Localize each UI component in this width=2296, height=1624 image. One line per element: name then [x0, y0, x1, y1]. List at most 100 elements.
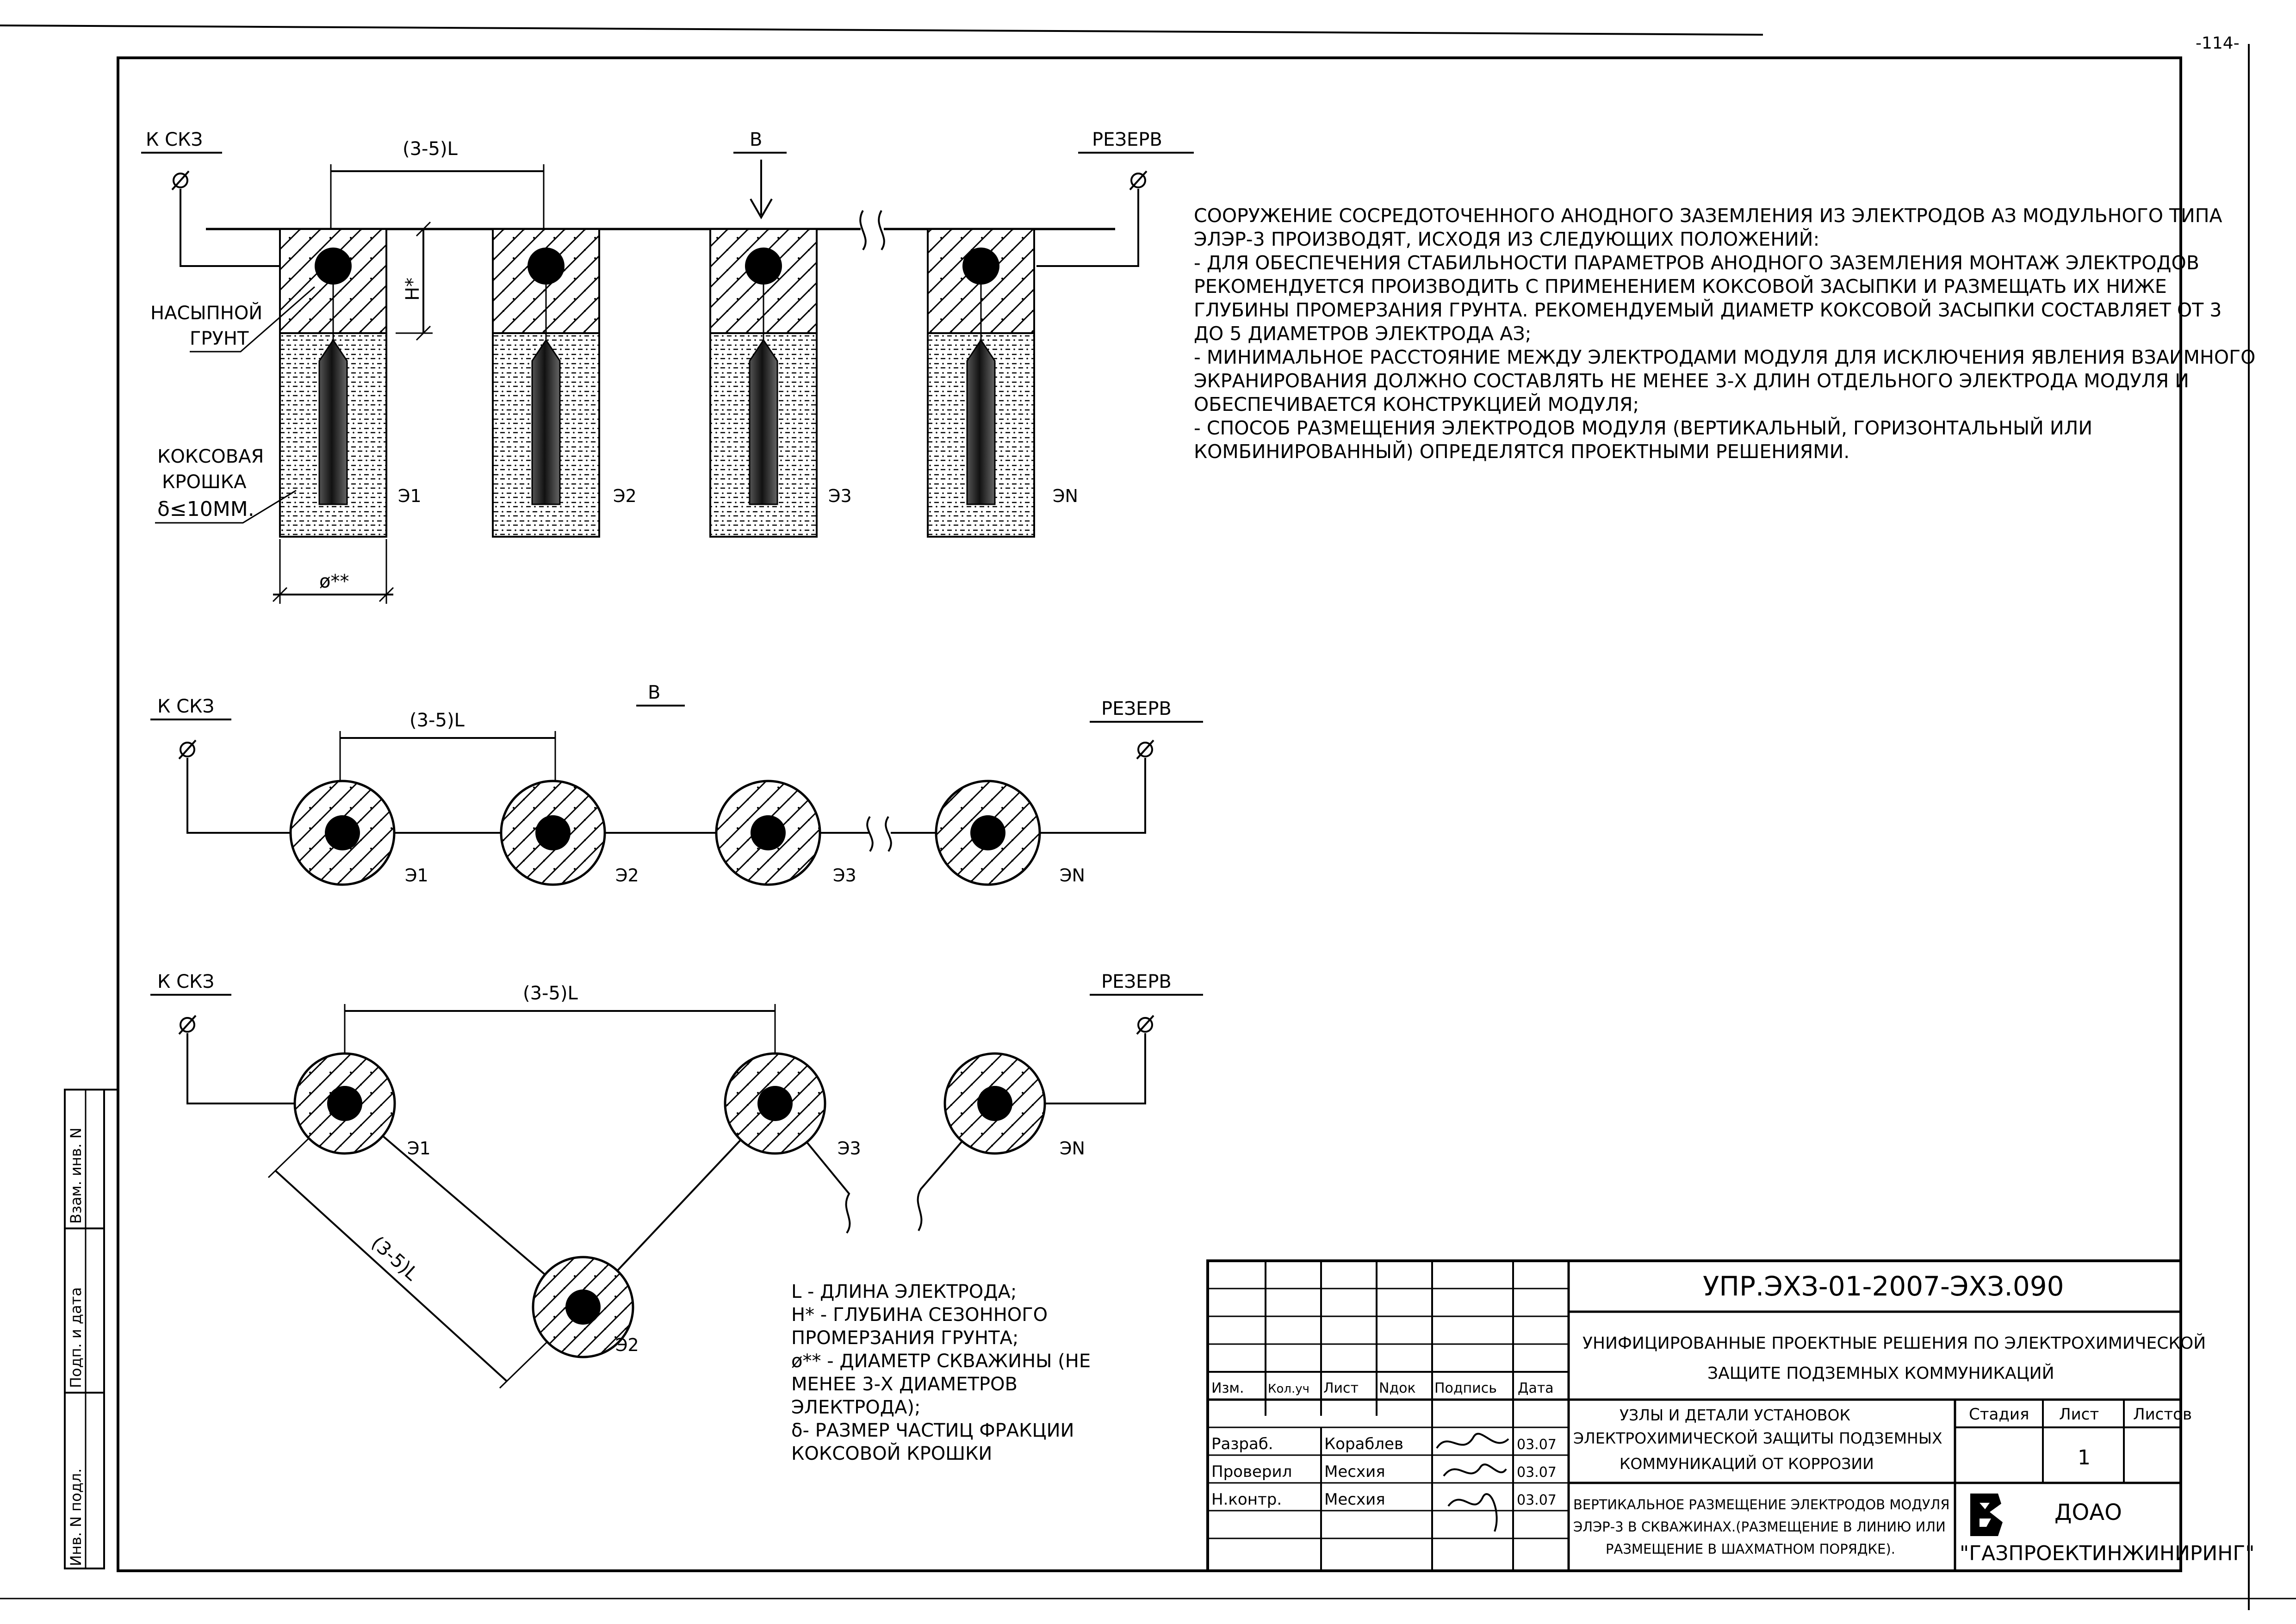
- tb-name-nkontr: Месхия: [1324, 1490, 1385, 1509]
- k-skz-label: К СКЗ: [146, 129, 203, 150]
- coke-label-line1: КОКСОВАЯ: [157, 446, 264, 467]
- section-view: К СКЗ РЕЗЕРВ (3-5)L В: [141, 129, 1194, 604]
- plan-line-spacing-label: (3-5)L: [410, 710, 465, 731]
- legend-block: L - ДЛИНА ЭЛЕКТРОДА; Н* - ГЛУБИНА СЕЗОНН…: [791, 1281, 1091, 1464]
- well-e3: [709, 228, 818, 538]
- tb-header-izm: Изм.: [1211, 1380, 1244, 1396]
- tb-header-kol-uch: Кол.уч: [1268, 1382, 1309, 1396]
- fill-soil-leader: [190, 286, 315, 353]
- electrode-label-e3: Э3: [828, 486, 852, 506]
- plan-b-label: В: [648, 682, 660, 703]
- break-mark: [859, 210, 867, 251]
- plan-staggered: К СКЗ РЕЗЕРВ (3-5)L (3-5)L Э1 Э2 Э3 ЭN: [150, 971, 1203, 1389]
- signature-razrab: [1436, 1432, 1509, 1449]
- view-b-label: В: [750, 129, 762, 150]
- plan-line-label-e2: Э2: [615, 865, 639, 886]
- plan-line-label-en: ЭN: [1060, 865, 1085, 886]
- org-line2: "ГАЗПРОЕКТИНЖИНИРИНГ": [1960, 1542, 2254, 1565]
- tb-date-proveril: 03.07: [1517, 1464, 1557, 1481]
- plan-stag-well-en: [943, 1052, 1046, 1155]
- side-stamp: Инв. N подл. Подп. и дата Взам. инв. N: [64, 1089, 118, 1569]
- note-line: ЭКРАНИРОВАНИЯ ДОЛЖНО СОСТАВЛЯТЬ НЕ МЕНЕЕ…: [1194, 370, 2189, 392]
- tb-date-nkontr: 03.07: [1517, 1492, 1557, 1508]
- note-line: РЕКОМЕНДУЕТСЯ ПРОИЗВОДИТЬ С ПРИМЕНЕНИЕМ …: [1194, 275, 2167, 298]
- electrode-label-e2: Э2: [613, 486, 637, 506]
- doc-code: УПР.ЭХЗ-01-2007-ЭХЗ.090: [1703, 1271, 2064, 1302]
- note-line: - МИНИМАЛЬНОЕ РАССТОЯНИЕ МЕЖДУ ЭЛЕКТРОДА…: [1194, 346, 2255, 368]
- plan-stag-well-e1: [293, 1052, 396, 1155]
- sheet-title-line2: ЭЛЭР-3 В СКВАЖИНАХ.(РАЗМЕЩЕНИЕ В ЛИНИЮ И…: [1573, 1519, 1946, 1535]
- sheet-title-line1: ВЕРТИКАЛЬНОЕ РАЗМЕЩЕНИЕ ЭЛЕКТРОДОВ МОДУЛ…: [1573, 1497, 1950, 1512]
- legend-line: L - ДЛИНА ЭЛЕКТРОДА;: [791, 1281, 1017, 1302]
- reserve-label: РЕЗЕРВ: [1092, 129, 1162, 150]
- plan-stag-well-e2: [532, 1256, 634, 1358]
- plan-line-well-e1: [289, 780, 396, 886]
- coke-label-line3: δ≤10ММ.: [157, 497, 254, 521]
- section-title-line2: ЭЛЕКТРОХИМИЧЕСКОЙ ЗАЩИТЫ ПОДЗЕМНЫХ: [1573, 1429, 1942, 1447]
- fill-soil-label-line2: ГРУНТ: [190, 328, 249, 349]
- view-b-arrow: [750, 198, 773, 220]
- drawing-frame: [117, 56, 2182, 1572]
- sheets-label: Листов: [2133, 1405, 2192, 1424]
- section-title-line1: УЗЛЫ И ДЕТАЛИ УСТАНОВОК: [1620, 1406, 1850, 1424]
- plan-stag-diag-spacing-label: (3-5)L: [367, 1232, 422, 1285]
- top-edge-line: [0, 25, 1763, 36]
- plan-line-cable: [186, 758, 870, 834]
- project-title-line2: ЗАЩИТЕ ПОДЗЕМНЫХ КОММУНИКАЦИЙ: [1707, 1364, 2054, 1383]
- title-block-frame: [1206, 1259, 2182, 1572]
- tb-header-podpis: Подпись: [1434, 1380, 1497, 1396]
- note-line: - СПОСОБ РАЗМЕЩЕНИЯ ЭЛЕКТРОДОВ МОДУЛЯ (В…: [1194, 417, 2092, 439]
- well-e2: [492, 228, 600, 538]
- plan-line-well-e2: [500, 780, 606, 886]
- tb-name-proveril: Месхия: [1324, 1463, 1385, 1481]
- plan-stag-label-e2: Э2: [615, 1335, 639, 1355]
- plan-stag-label-e1: Э1: [407, 1138, 431, 1159]
- tb-header-ndok: Nдок: [1379, 1380, 1416, 1396]
- tb-header-list: Лист: [1323, 1380, 1359, 1396]
- org-line1: ДОАО: [2054, 1500, 2122, 1525]
- note-line: - ДЛЯ ОБЕСПЕЧЕНИЯ СТАБИЛЬНОСТИ ПАРАМЕТРО…: [1194, 252, 2199, 274]
- coke-label-line2: КРОШКА: [162, 471, 247, 493]
- legend-line: ø** - ДИАМЕТР СКВАЖИНЫ (НЕ: [791, 1351, 1091, 1372]
- note-line: СООРУЖЕНИЕ СОСРЕДОТОЧЕННОГО АНОДНОГО ЗАЗ…: [1194, 205, 2222, 227]
- well-e1: [279, 228, 387, 538]
- plan-line-k-skz-label: К СКЗ: [157, 696, 214, 717]
- plan-line-label-e3: Э3: [833, 865, 856, 886]
- signature-nkontr: [1447, 1493, 1498, 1532]
- legend-line: ПРОМЕРЗАНИЯ ГРУНТА;: [791, 1327, 1018, 1349]
- note-line: ОБЕСПЕЧИВАЕТСЯ КОНСТРУКЦИЕЙ МОДУЛЯ;: [1194, 393, 1639, 415]
- sheet-title-line3: РАЗМЕЩЕНИЕ В ШАХМАТНОМ ПОРЯДКЕ).: [1606, 1541, 1895, 1557]
- terminal-symbol: [173, 173, 188, 188]
- side-cell-podp-data: Подп. и дата: [67, 1287, 85, 1388]
- note-line: ЭЛЭР-3 ПРОИЗВОДЯТ, ИСХОДЯ ИЗ СЛЕДУЮЩИХ П…: [1194, 228, 1819, 250]
- plan-stag-reserve-label: РЕЗЕРВ: [1101, 971, 1172, 992]
- plan-stag-k-skz-label: К СКЗ: [157, 971, 214, 992]
- side-cell-vzam-inv: Взам. инв. N: [67, 1128, 85, 1224]
- plan-line-well-e3: [715, 780, 821, 886]
- organization-logo-icon: [1970, 1494, 2003, 1536]
- electrode-label-e1: Э1: [398, 486, 422, 506]
- plan-line-label-e1: Э1: [405, 865, 428, 886]
- tb-role-razrab: Разраб.: [1211, 1435, 1273, 1453]
- sheet-number: -114-: [2196, 34, 2240, 53]
- note-line: КОМБИНИРОВАННЫЙ) ОПРЕДЕЛЯТСЯ ПРОЕКТНЫМИ …: [1194, 440, 1849, 463]
- title-block: Изм. Кол.уч Лист Nдок Подпись Дата Разра…: [1206, 1259, 2254, 1572]
- tb-date-razrab: 03.07: [1517, 1437, 1557, 1453]
- sheet-value: 1: [2078, 1446, 2091, 1469]
- plan-stag-label-en: ЭN: [1060, 1138, 1085, 1159]
- tb-role-proveril: Проверил: [1211, 1463, 1292, 1481]
- plan-stag-well-e3: [724, 1052, 826, 1155]
- note-line: ДО 5 ДИАМЕТРОВ ЭЛЕКТРОДА АЗ;: [1194, 322, 1531, 345]
- stage-label: Стадия: [1969, 1405, 2029, 1424]
- electrode-label-en: ЭN: [1053, 486, 1078, 506]
- section-title-line3: КОММУНИКАЦИЙ ОТ КОРРОЗИИ: [1620, 1454, 1874, 1473]
- legend-line: КОКСОВОЙ КРОШКИ: [791, 1442, 992, 1464]
- tb-header-data: Дата: [1518, 1380, 1554, 1396]
- plan-stag-label-e3: Э3: [838, 1138, 861, 1159]
- legend-line: δ- РАЗМЕР ЧАСТИЦ ФРАКЦИИ: [791, 1420, 1074, 1441]
- legend-line: Н* - ГЛУБИНА СЕЗОННОГО: [791, 1304, 1048, 1326]
- project-title-line1: УНИФИЦИРОВАННЫЕ ПРОЕКТНЫЕ РЕШЕНИЯ ПО ЭЛЕ…: [1582, 1333, 2206, 1353]
- side-cell-inv-podl: Инв. N подл.: [67, 1469, 85, 1566]
- well-en: [927, 228, 1035, 538]
